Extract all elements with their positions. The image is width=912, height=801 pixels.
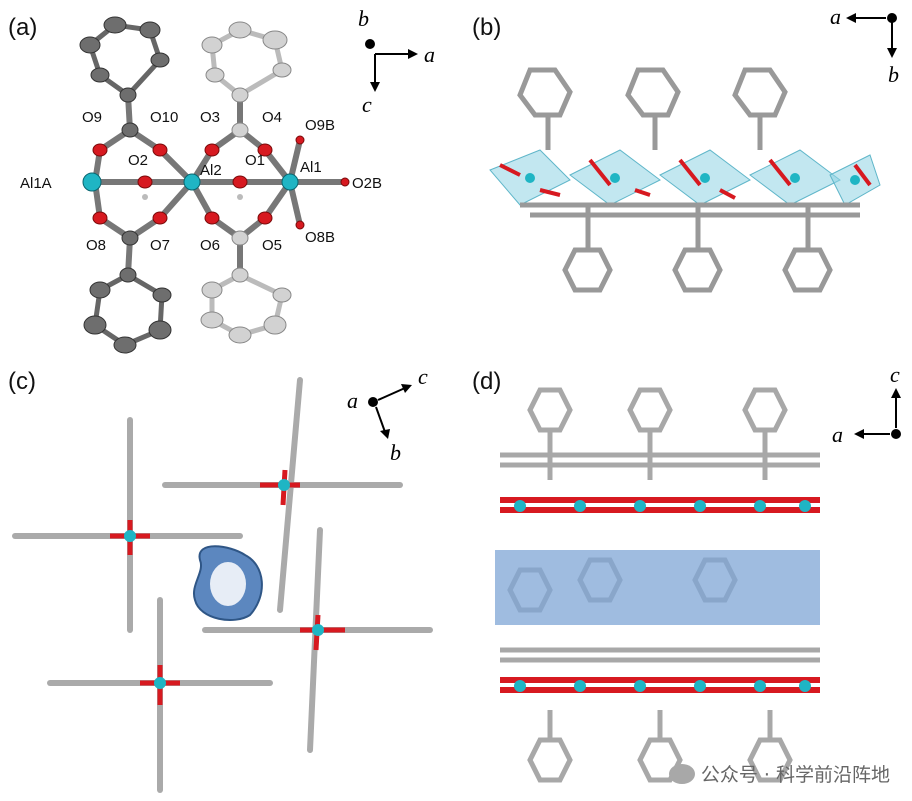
panel-b-upper-phenyls xyxy=(517,67,788,150)
panel-b-chain-structure: a b xyxy=(489,4,899,293)
panel-c-axes: a c b xyxy=(347,364,428,465)
atom-label-o4: O4 xyxy=(262,109,282,126)
panel-a-atom-labels: O9 O10 O3 O4 O9B Al1A O2 Al2 O1 Al1 O2B … xyxy=(20,109,382,254)
atom-label-o7: O7 xyxy=(150,237,170,254)
panel-c-pore xyxy=(192,545,263,621)
atom-label-o1: O1 xyxy=(245,152,265,169)
atom-label-al2: Al2 xyxy=(200,162,222,179)
panel-b-aluminum-atoms xyxy=(525,173,860,185)
panel-d-label: (d) xyxy=(472,368,502,395)
axis-label-a: a xyxy=(830,4,841,29)
panel-d-aluminum-atoms xyxy=(514,500,811,692)
watermark-text: 公众号 · 科学前沿阵地 xyxy=(700,764,890,786)
panel-a-carbon-atoms xyxy=(79,16,172,354)
atom-label-al1: Al1 xyxy=(300,159,322,176)
atom-label-o5: O5 xyxy=(262,237,282,254)
axis-label-c: c xyxy=(362,92,372,117)
atom-label-o9b: O9B xyxy=(305,117,335,134)
panel-b-octahedra xyxy=(489,149,881,206)
atom-label-o2b: O2B xyxy=(352,175,382,192)
panel-d-channel xyxy=(495,550,820,625)
axis-label-a: a xyxy=(424,42,435,67)
atom-label-o8: O8 xyxy=(86,237,106,254)
panel-c: (c) a c b xyxy=(0,360,460,801)
panel-b-lower-phenyls xyxy=(520,202,860,293)
panel-c-pore-structure: a c b xyxy=(12,364,433,793)
atom-label-al1a: Al1A xyxy=(20,175,52,192)
panel-a: (a) b a c xyxy=(0,0,460,360)
atom-label-o9: O9 xyxy=(82,109,102,126)
panel-a-label: (a) xyxy=(8,14,38,41)
atom-label-o6: O6 xyxy=(200,237,220,254)
axis-label-b: b xyxy=(888,62,899,87)
panel-b: (b) a b xyxy=(460,0,912,360)
atom-label-o8b: O8B xyxy=(305,229,335,246)
panel-b-label: (b) xyxy=(472,14,502,41)
panel-d-axes: c a xyxy=(832,362,901,447)
panel-a-axes: b a c xyxy=(358,6,435,117)
panel-b-oxygen-bonds xyxy=(499,158,872,200)
axis-label-b: b xyxy=(358,6,369,31)
axis-label-c: c xyxy=(418,364,428,389)
watermark: 公众号 · 科学前沿阵地 xyxy=(668,760,890,787)
panel-a-carbon-atoms-light xyxy=(200,21,292,344)
wechat-icon xyxy=(668,763,695,784)
panel-c-label: (c) xyxy=(8,368,36,395)
panel-d-lower-chain xyxy=(500,677,820,693)
panel-a-structure: b a c xyxy=(20,6,435,354)
panel-a-aluminum-atoms xyxy=(82,172,299,192)
panel-d: (d) c a xyxy=(460,360,912,801)
axis-label-a: a xyxy=(832,422,843,447)
panel-d-channel-structure: c a xyxy=(495,362,901,783)
axis-label-c: c xyxy=(890,362,900,387)
panel-b-axes: a b xyxy=(830,4,899,87)
panel-c-aluminum-atoms xyxy=(124,479,324,689)
axis-label-b: b xyxy=(390,440,401,465)
atom-label-o2: O2 xyxy=(128,152,148,169)
panel-d-upper-chain xyxy=(500,497,820,513)
panel-a-hydrogen-atoms xyxy=(142,194,243,200)
atom-label-o3: O3 xyxy=(200,109,220,126)
panel-a-oxygen-atoms xyxy=(92,135,350,230)
axis-label-a: a xyxy=(347,388,358,413)
atom-label-o10: O10 xyxy=(150,109,178,126)
